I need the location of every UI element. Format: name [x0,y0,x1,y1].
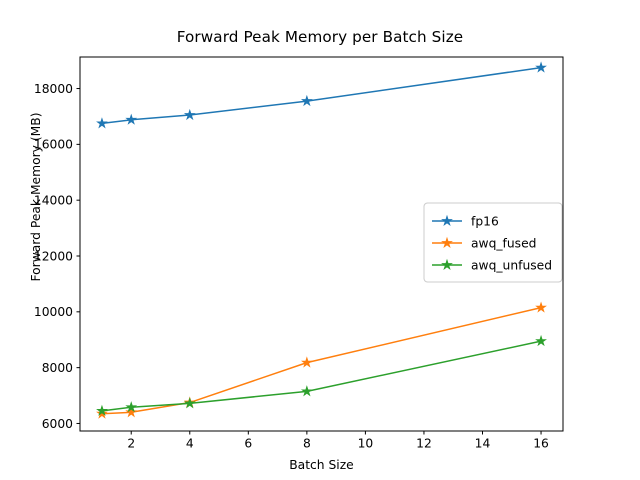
y-tick-label: 6000 [42,417,73,431]
legend-marker-fp16 [441,214,453,227]
legend-label-awq_unfused: awq_unfused [471,258,552,272]
data-point-marker [535,334,547,347]
data-point-marker [535,301,547,313]
x-tick-label: 14 [475,437,491,451]
chart-legend: fp16 awq_fused awq_unfused [423,202,563,283]
legend-label-fp16: fp16 [471,214,499,228]
x-tick-label: 2 [127,437,135,451]
data-series-group [96,61,547,419]
series-line-fp16 [101,66,542,125]
axes-frame [79,56,564,432]
data-point-marker [96,117,108,129]
x-tick-label: 12 [416,437,432,451]
series-line-awq_unfused [101,340,542,412]
y-tick-label: 12000 [34,249,73,263]
legend-marker-awq_fused [441,236,453,249]
series-line-awq_fused [101,306,542,415]
data-point-marker [96,404,108,416]
data-point-marker [535,61,547,73]
legend-marker-awq_unfused [441,258,453,271]
x-tick-label: 16 [533,437,549,451]
x-axis-label: Batch Size [289,458,354,472]
data-point-marker [300,356,313,368]
y-axis-ticks: 6000 8000 10000 12000 14000 16000 18000 [34,82,80,431]
y-tick-label: 14000 [34,193,73,207]
x-axis-ticks: 2 4 6 8 10 12 14 16 [127,431,549,451]
legend-box [423,202,563,283]
data-point-marker [300,94,313,107]
x-tick-label: 4 [186,437,194,451]
data-point-marker [183,108,196,121]
data-point-marker [125,401,138,413]
chart-title: Forward Peak Memory per Batch Size [176,28,464,46]
legend-label-awq_fused: awq_fused [471,236,536,250]
y-tick-label: 16000 [34,138,73,152]
x-tick-label: 8 [303,437,311,451]
data-point-marker [183,397,196,409]
y-tick-label: 10000 [34,305,73,319]
axes-spines [79,56,564,432]
y-tick-label: 8000 [42,361,73,375]
data-point-marker [125,406,138,418]
y-tick-label: 18000 [34,82,73,96]
data-point-marker [125,113,138,125]
x-tick-label: 10 [358,437,374,451]
x-tick-label: 6 [244,437,252,451]
data-point-marker [300,385,313,397]
